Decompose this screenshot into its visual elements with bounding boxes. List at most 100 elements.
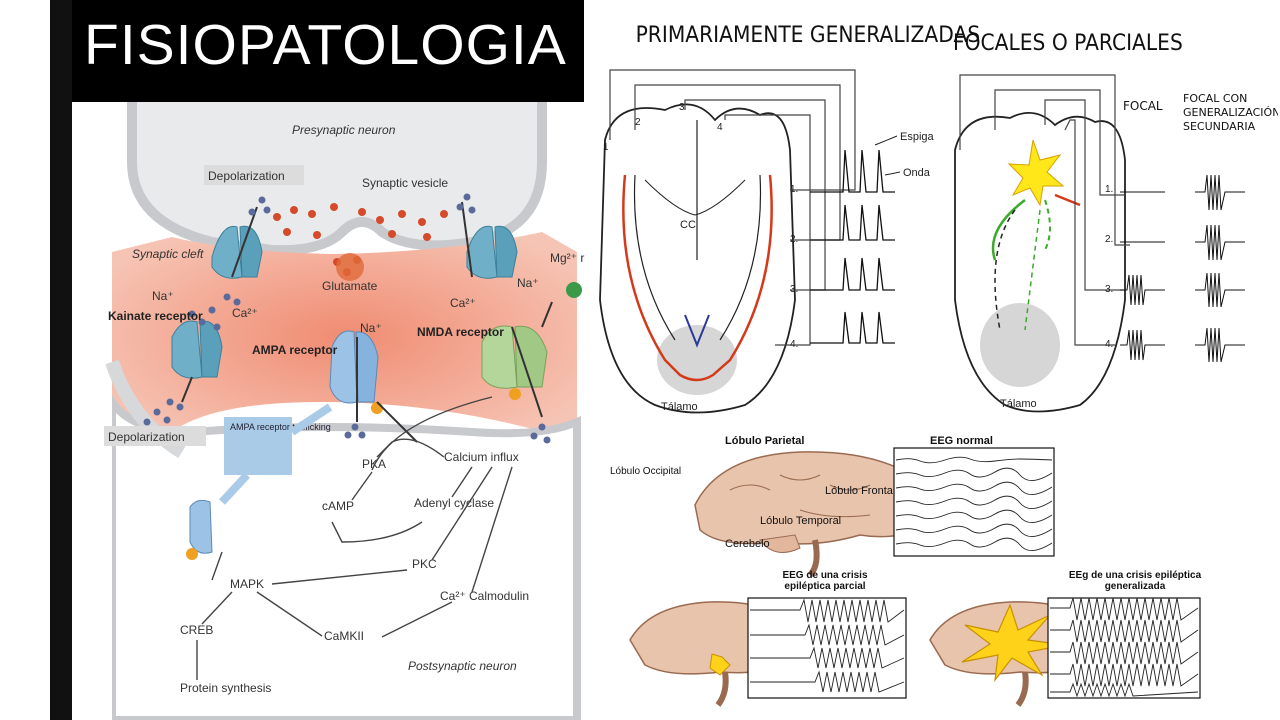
label-cerebelo: Cerebelo [725,538,770,550]
trace-4: 4. [790,339,798,350]
label-focal: FOCAL [1123,99,1163,113]
trafficking-arrow [219,472,250,505]
nmda-top-receptor-icon [466,225,518,279]
eeg-diagram: Lóbulo Parietal Lóbulo Occipital Lóbulo … [600,430,1280,720]
region-3: 3 [679,102,685,113]
label-mapk: MAPK [230,577,264,591]
espiga-onda-pointers [874,135,901,176]
label-pkc: PKC [412,557,437,571]
label-cc: CC [680,219,696,231]
trace-right-2: 2. [1105,234,1113,245]
trace-3: 3. [790,284,798,295]
label-ca-calmodulin: Ca²⁺ Calmodulin [440,589,529,603]
eeg-parcial-traces [750,598,905,693]
eeg-generalizada-traces [1050,597,1199,698]
focal-title: FOCALES O PARCIALES [953,29,1183,55]
trace-right-4: 4. [1105,339,1113,350]
label-lobulo-occipital: Lóbulo Occipital [610,466,682,477]
focal-con-label-box: FOCAL CON GENERALIZACIÓN SECUNDARIA [1183,92,1278,133]
region-numbers-left: 1 2 3 4 [603,102,723,153]
projection-lines-right [959,74,1130,346]
label-pka: PKA [362,457,386,471]
parcial-label-box: EEG de una crisis epiléptica parcial [782,570,868,592]
seizure-figure: PRIMARIAMENTE GENERALIZADAS FOCALES O PA… [585,0,1280,430]
signaling-labels: PKA cAMP Calcium influx Adenyl cyclase P… [180,450,529,695]
label-synaptic-vesicle: Synaptic vesicle [362,176,448,190]
generalized-brain-icon: CC Tálamo [599,103,796,414]
mg-ion-icon [566,282,582,298]
label-creb: CREB [180,623,213,637]
label-eeg-parcial: EEG de una crisis epiléptica parcial [782,570,868,592]
focal-brain-icon: Tálamo [954,111,1126,413]
trace-right-3: 3. [1105,284,1113,295]
trace-2: 2. [790,234,798,245]
generalized-title: PRIMARIAMENTE GENERALIZADAS [636,21,981,47]
ion-dots [143,193,551,444]
depolarization-top-box [204,165,304,185]
label-camkii: CaMKII [324,629,364,643]
depolarization-bottom-box [104,426,206,446]
label-na-left: Na⁺ [152,289,174,303]
internalized-receptor-icon [186,499,213,560]
synapse-figure: Presynaptic neuron Depolarization Synapt… [72,102,585,720]
label-talamo-right: Tálamo [1000,398,1037,410]
glutamate-vesicle [336,253,364,281]
label-nmda: NMDA receptor [417,325,504,339]
label-lobulo-frontal: Lóbulo Frontal [825,485,895,497]
eeg-parcial-box [747,597,907,699]
eeg-figure: Lóbulo Parietal Lóbulo Occipital Lóbulo … [600,430,1280,720]
label-depolarization-bottom: Depolarization [108,430,185,444]
ion-flow-arrows [181,201,553,443]
kainate-receptor-top-icon [211,225,263,279]
eeg-normal-traces [895,456,1053,551]
label-ampa: AMPA receptor [252,343,338,357]
label-eeg-generalizada: EEg de una crisis epiléptica generalizad… [1068,570,1202,592]
label-espiga: Espiga [900,131,935,143]
ampa-trafficking-box [224,417,292,475]
occipital-label-box: Lóbulo Occipital [610,466,682,477]
label-lobulo-temporal: Lóbulo Temporal [760,515,841,527]
generalizada-label-box: EEg de una crisis epiléptica generalizad… [1068,570,1202,592]
label-na-right: Na⁺ [517,276,539,290]
trace-1: 1. [790,184,798,195]
generalized-eeg-traces [810,149,895,344]
left-accent-bar [50,0,72,720]
label-adenyl-cyclase: Adenyl cyclase [414,496,494,510]
label-camp: cAMP [322,499,354,513]
label-talamo-left: Tálamo [661,401,698,413]
label-depolarization-top: Depolarization [208,169,285,183]
pathway-arrows [196,396,513,680]
label-protein-synthesis: Protein synthesis [180,681,271,695]
label-na-mid: Na⁺ [360,321,382,335]
label-kainate: Kainate receptor [108,309,203,323]
region-1: 1 [603,142,609,153]
region-4: 4 [717,122,723,133]
region-2: 2 [635,117,641,128]
title-banner [72,0,584,102]
label-calcium-influx: Calcium influx [444,450,519,464]
label-eeg-normal: EEG normal [930,435,993,447]
label-lobulo-parietal: Lóbulo Parietal [725,435,804,447]
label-glutamate: Glutamate [322,279,378,293]
vesicle-dots [273,203,448,276]
label-synaptic-cleft: Synaptic cleft [132,247,204,261]
label-focal-con: FOCAL CON GENERALIZACIÓN SECUNDARIA [1183,92,1278,133]
label-ca-left: Ca²⁺ [232,306,258,320]
trace-right-1: 1. [1105,184,1113,195]
focal-eeg-traces [1120,174,1245,363]
eeg-normal-box [893,447,1055,557]
label-ca-right: Ca²⁺ [450,296,476,310]
slide-title: FISIOPATOLOGIA [84,13,567,77]
synapse-diagram: Presynaptic neuron Depolarization Synapt… [72,102,585,720]
label-postsynaptic: Postsynaptic neuron [408,659,517,673]
seizure-diagram: PRIMARIAMENTE GENERALIZADAS FOCALES O PA… [585,0,1280,430]
label-presynaptic: Presynaptic neuron [292,123,396,137]
label-onda: Onda [903,167,931,179]
kainate-receptor-icon [171,320,223,379]
nmda-receptor-icon [481,325,548,400]
label-ampa-trafficking: AMPA receptor trafficking [230,422,331,432]
trace-numbers-left: 1. 2. 3. 4. [790,184,798,350]
label-mg-release: Mg²⁺ relea [550,251,585,265]
trafficking-arrow-up [289,403,333,436]
